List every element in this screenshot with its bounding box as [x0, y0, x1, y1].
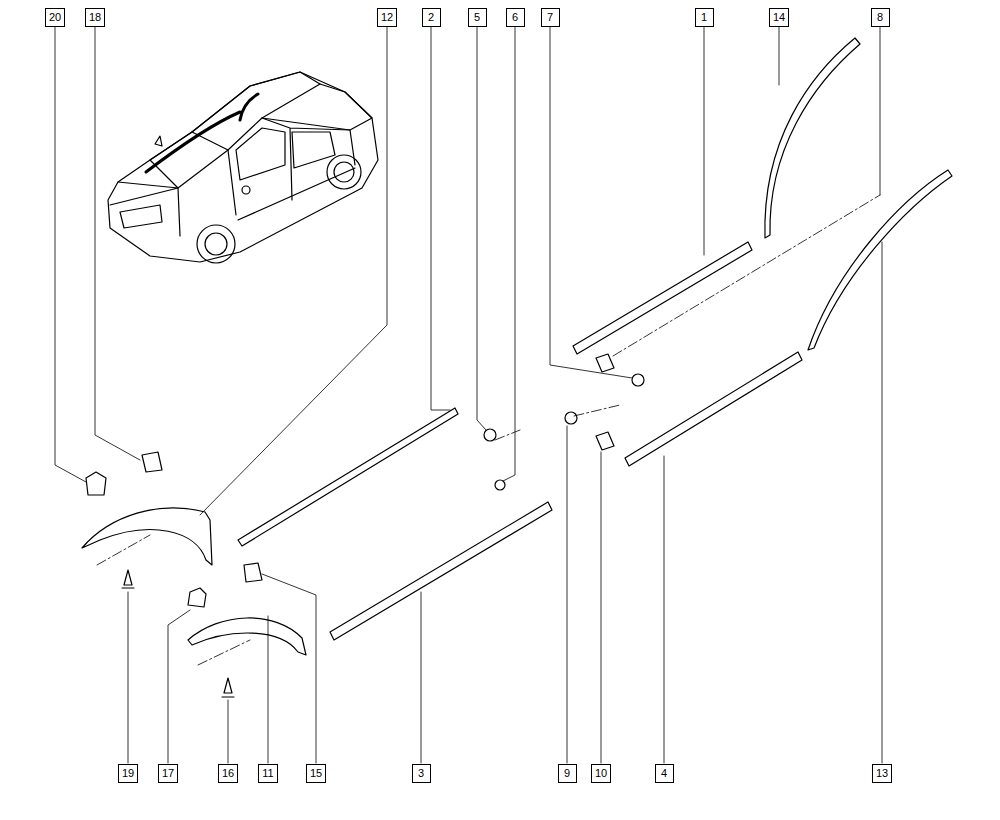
car-illustration	[242, 186, 250, 194]
callout-number: 16	[218, 764, 238, 783]
leader-lines	[477, 27, 486, 430]
callout-number: 13	[872, 764, 892, 783]
center-lines	[495, 430, 520, 440]
car-illustration	[155, 136, 162, 146]
leader-lines	[431, 27, 450, 410]
leader-lines	[228, 700, 229, 763]
leader-lines	[268, 616, 269, 763]
callout-number: 5	[468, 8, 487, 27]
center-lines	[613, 195, 880, 356]
callout-number: 3	[412, 764, 431, 783]
leader-lines	[882, 242, 883, 763]
fastener-clips	[86, 472, 106, 495]
car-illustration	[146, 112, 240, 172]
car-illustration	[327, 155, 361, 189]
fastener-clips	[142, 452, 162, 472]
fastener-clips	[632, 374, 644, 386]
leader-lines	[664, 456, 665, 763]
leader-lines	[779, 27, 780, 85]
callout-number: 4	[655, 764, 674, 783]
car-illustration	[197, 225, 235, 263]
center-lines	[97, 535, 150, 565]
leader-lines	[128, 592, 129, 763]
fastener-clips	[484, 429, 496, 441]
leader-lines	[200, 27, 387, 515]
leader-lines	[503, 27, 515, 481]
leader-lines	[880, 27, 881, 195]
callout-number: 7	[541, 8, 560, 27]
trim-parts	[82, 38, 952, 655]
leader-lines	[550, 27, 632, 378]
trim-parts	[188, 618, 306, 655]
callout-number: 8	[871, 8, 890, 27]
trim-parts	[330, 502, 552, 640]
fastener-clips	[244, 563, 262, 582]
callout-number: 18	[85, 8, 105, 27]
car-illustration	[120, 205, 162, 228]
leader-lines	[55, 27, 882, 763]
car-illustration	[236, 128, 285, 180]
leader-lines	[601, 452, 602, 763]
leader-lines	[421, 592, 422, 763]
callout-number: 6	[506, 8, 525, 27]
car-illustration	[334, 162, 354, 182]
trim-parts	[82, 508, 212, 565]
fastener-clips	[122, 570, 134, 588]
car-illustration	[205, 233, 227, 255]
car-illustration	[238, 168, 355, 220]
center-lines	[198, 640, 250, 665]
car-illustration	[228, 118, 355, 215]
center-lines	[574, 405, 620, 416]
callout-number: 17	[158, 764, 178, 783]
leader-lines	[55, 27, 86, 482]
callout-number: 14	[769, 8, 789, 27]
leader-lines	[567, 426, 568, 763]
callout-number: 15	[306, 764, 326, 783]
trim-parts	[238, 408, 458, 546]
fastener-clips	[188, 588, 206, 607]
fastener-clips	[596, 354, 614, 372]
car-illustration	[292, 132, 335, 168]
leader-lines	[704, 27, 705, 255]
fastener-clips	[596, 432, 614, 450]
fastener-clips	[495, 480, 505, 490]
callout-number: 12	[377, 8, 397, 27]
fastener-clips	[86, 354, 644, 697]
leader-lines	[262, 574, 316, 763]
car-illustration	[192, 72, 320, 150]
leader-lines	[95, 27, 140, 460]
callout-number: 20	[45, 8, 65, 27]
center-lines	[97, 195, 880, 665]
fastener-clips	[222, 678, 234, 697]
car-illustration	[110, 182, 180, 236]
trim-parts	[808, 170, 952, 350]
car-illustration	[240, 94, 258, 120]
callout-number: 1	[695, 8, 714, 27]
fastener-clips	[565, 412, 577, 424]
callout-number: 10	[591, 764, 611, 783]
callout-number: 2	[422, 8, 441, 27]
callout-number: 19	[118, 764, 138, 783]
callout-number: 9	[558, 764, 577, 783]
car-illustration	[262, 84, 372, 130]
leader-lines	[168, 610, 190, 763]
car-illustration	[108, 72, 378, 262]
trim-parts	[573, 242, 752, 354]
trim-parts	[625, 352, 802, 466]
callout-number: 11	[258, 764, 277, 783]
car-illustration	[108, 72, 378, 263]
